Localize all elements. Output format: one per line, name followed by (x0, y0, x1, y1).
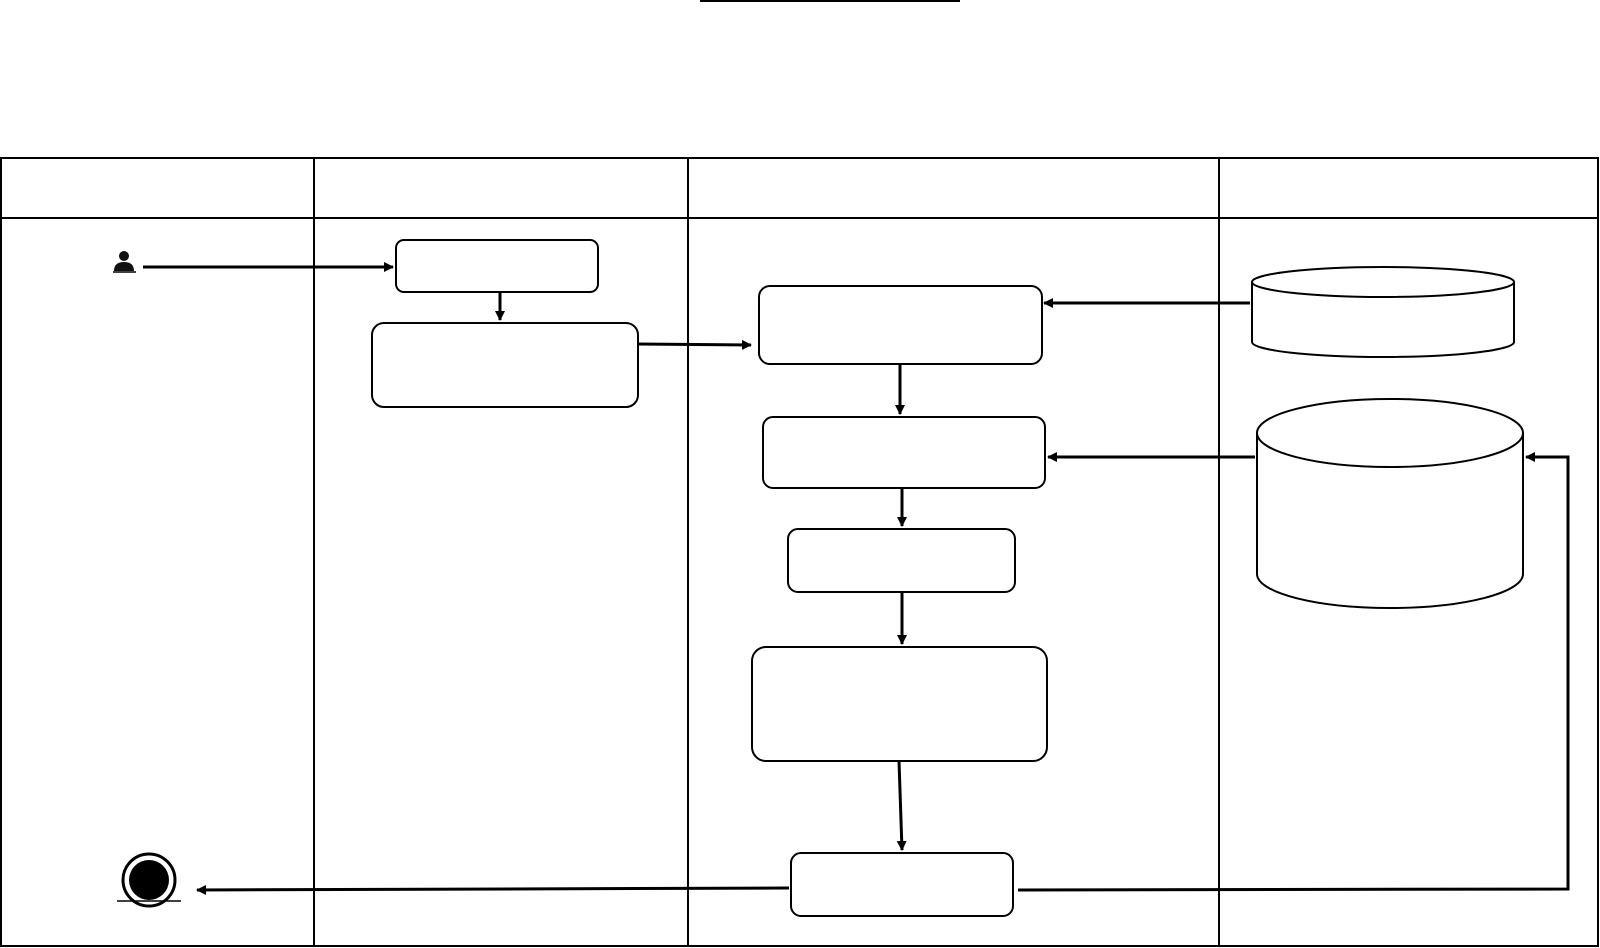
connectors (143, 262, 1570, 895)
lane2-activity-2 (371, 322, 639, 408)
lane3-activity-2 (762, 416, 1046, 489)
database-small-body (1251, 282, 1515, 358)
swimlane-frame (0, 157, 1599, 947)
arrow-lane3-box4-to-box5 (896, 760, 907, 851)
actor-body (114, 262, 134, 271)
actor-head (119, 251, 129, 261)
lane2-activity-1-box (395, 239, 599, 293)
start-actor-icon (111, 249, 137, 273)
database-large-body (1256, 433, 1524, 609)
end-node (117, 852, 181, 908)
lane3-activity-1 (758, 285, 1043, 365)
lane3-activity-3-box (787, 528, 1016, 593)
lane3-activity-1-box (758, 285, 1043, 365)
lane3-activity-4-box (751, 646, 1048, 762)
arrow-lane3-box5-to-db-large (1017, 452, 1570, 892)
arrow-lane3-box5-to-end-node (196, 884, 790, 895)
lane3-activity-5-box (790, 852, 1014, 917)
lane2-activity-1 (395, 239, 599, 293)
database-large (1256, 398, 1524, 609)
arrow-lane2-box2-to-lane3-box1 (637, 339, 752, 350)
lane2-activity-2-box (371, 322, 639, 408)
database-small (1251, 266, 1515, 358)
end-node-inner-circle (129, 860, 169, 900)
lane3-activity-5 (790, 852, 1014, 917)
lane3-activity-3 (787, 528, 1016, 593)
lane3-activity-4 (751, 646, 1048, 762)
database-large-top (1256, 398, 1524, 468)
lane3-activity-2-box (762, 416, 1046, 489)
database-small-top (1251, 266, 1515, 298)
swimlane-border (0, 157, 1599, 947)
